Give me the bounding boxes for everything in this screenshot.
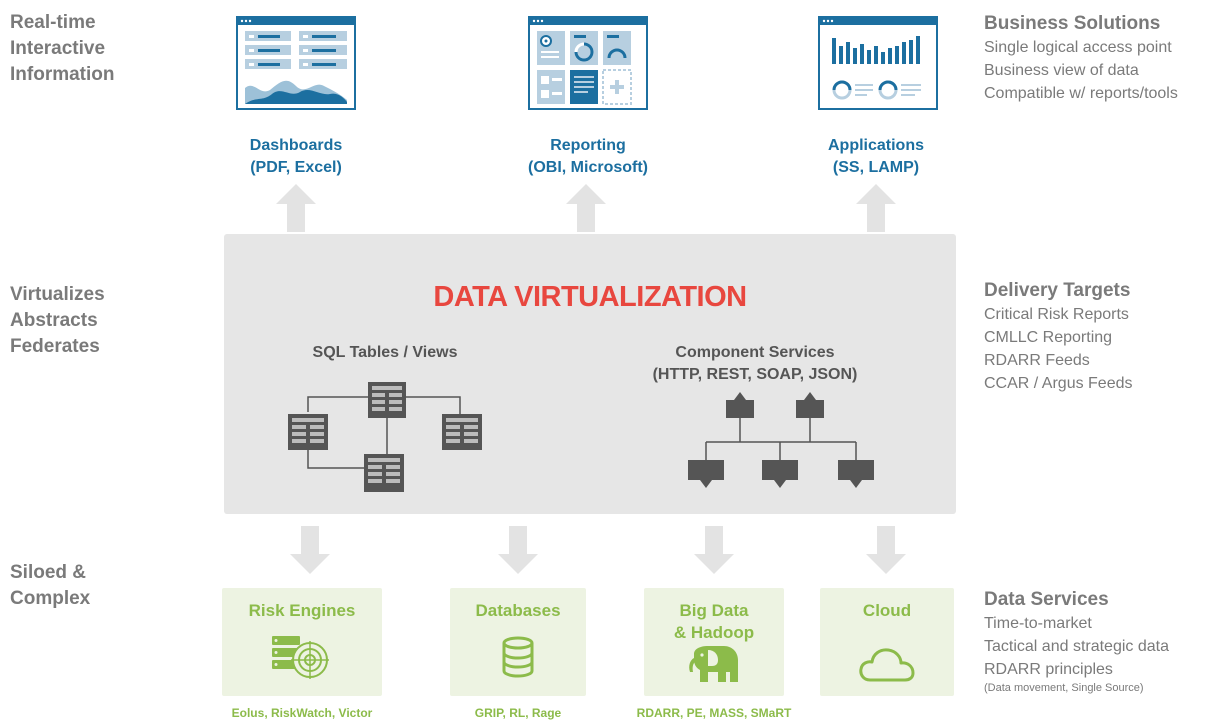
applications-label: Applications (SS, LAMP) xyxy=(776,135,976,179)
elephant-icon xyxy=(689,646,738,682)
table-icon xyxy=(368,382,406,418)
left-label-line: Virtualizes xyxy=(10,284,105,305)
big-data-caption: RDARR, PE, MASS, SMaRT xyxy=(636,706,792,720)
data-services-heading: Data Services xyxy=(984,589,1109,610)
sql-tables-diagram xyxy=(288,382,482,492)
risk-engines-box: Risk Engines xyxy=(222,588,382,696)
up-arrow-icon xyxy=(856,184,896,232)
sql-tables-heading: SQL Tables / Views xyxy=(312,344,458,361)
data-services-note: (Data movement, Single Source) xyxy=(984,682,1144,694)
cloud-box: Cloud xyxy=(820,588,954,696)
service-node-icon xyxy=(838,460,874,488)
reporting-window-icon xyxy=(528,16,648,110)
left-label-line: Information xyxy=(10,64,115,85)
label-real-time: Real-time Interactive Information xyxy=(10,10,115,88)
delivery-line: Critical Risk Reports xyxy=(984,306,1129,323)
top-label-line: (OBI, Microsoft) xyxy=(528,159,648,176)
databases-caption: GRIP, RL, Rage xyxy=(474,706,562,720)
left-label-line: Real-time xyxy=(10,12,96,33)
services-heading-line: Component Services xyxy=(675,344,835,361)
service-node-icon xyxy=(796,392,824,418)
label-virtualizes: Virtualizes Abstracts Federates xyxy=(10,282,105,360)
data-services-line: Time-to-market xyxy=(984,615,1092,632)
service-node-icon xyxy=(726,392,754,418)
down-arrow-icon xyxy=(694,526,734,574)
delivery-line: RDARR Feeds xyxy=(984,352,1090,369)
left-label-line: Federates xyxy=(10,336,100,357)
business-solutions-block: Business Solutions Single logical access… xyxy=(984,12,1178,105)
data-services-line: RDARR principles xyxy=(984,661,1113,678)
top-label-line: Applications xyxy=(827,137,924,154)
big-data-box: Big Data & Hadoop xyxy=(644,588,784,696)
service-node-icon xyxy=(688,460,724,488)
reporting-label: Reporting (OBI, Microsoft) xyxy=(488,135,688,179)
delivery-line: CCAR / Argus Feeds xyxy=(984,375,1133,392)
delivery-line: CMLLC Reporting xyxy=(984,329,1113,346)
business-solutions-heading: Business Solutions xyxy=(984,13,1161,34)
service-node-icon xyxy=(762,460,798,488)
databases-box: Databases xyxy=(450,588,586,696)
risk-engines-title: Risk Engines xyxy=(248,601,356,620)
risk-engines-caption: Eolus, RiskWatch, Victor xyxy=(231,706,373,720)
left-label-line: Siloed & xyxy=(10,562,87,583)
server-target-icon xyxy=(272,636,329,679)
left-label-line: Interactive xyxy=(10,38,106,59)
data-virtualization-title: DATA VIRTUALIZATION xyxy=(433,281,747,313)
left-label-line: Abstracts xyxy=(10,310,98,331)
business-line: Business view of data xyxy=(984,62,1139,79)
left-label-line: Complex xyxy=(10,588,91,609)
up-arrow-icon xyxy=(566,184,606,232)
delivery-targets-block: Delivery Targets Critical Risk Reports C… xyxy=(984,279,1133,395)
table-icon xyxy=(364,454,404,492)
databases-title: Databases xyxy=(475,601,561,620)
business-line: Single logical access point xyxy=(984,39,1172,56)
down-arrow-icon xyxy=(290,526,330,574)
delivery-targets-heading: Delivery Targets xyxy=(984,280,1131,301)
label-siloed: Siloed & Complex xyxy=(10,560,90,612)
big-data-title: Big Data & Hadoop xyxy=(644,600,784,644)
application-window-icon xyxy=(818,16,938,110)
dashboards-label: Dashboards (PDF, Excel) xyxy=(196,135,396,179)
big-data-title-line: Big Data xyxy=(679,601,749,620)
component-services-diagram xyxy=(688,392,874,488)
big-data-title-line: & Hadoop xyxy=(673,623,755,642)
database-icon xyxy=(502,636,534,678)
data-services-block: Data Services Time-to-market Tactical an… xyxy=(984,588,1169,696)
data-services-line: Tactical and strategic data xyxy=(984,638,1169,655)
up-arrow-icon xyxy=(276,184,316,232)
cloud-title: Cloud xyxy=(862,601,912,620)
cloud-icon xyxy=(859,648,915,682)
services-heading-line: (HTTP, REST, SOAP, JSON) xyxy=(652,366,858,383)
component-services-heading: Component Services (HTTP, REST, SOAP, JS… xyxy=(640,342,870,386)
top-label-line: (PDF, Excel) xyxy=(250,159,342,176)
table-icon xyxy=(442,414,482,450)
business-line: Compatible w/ reports/tools xyxy=(984,85,1178,102)
table-icon xyxy=(288,414,328,450)
top-label-line: (SS, LAMP) xyxy=(832,159,920,176)
top-label-line: Dashboards xyxy=(249,137,343,154)
down-arrow-icon xyxy=(866,526,906,574)
top-label-line: Reporting xyxy=(550,137,626,154)
dashboard-window-icon xyxy=(236,16,356,110)
down-arrow-icon xyxy=(498,526,538,574)
